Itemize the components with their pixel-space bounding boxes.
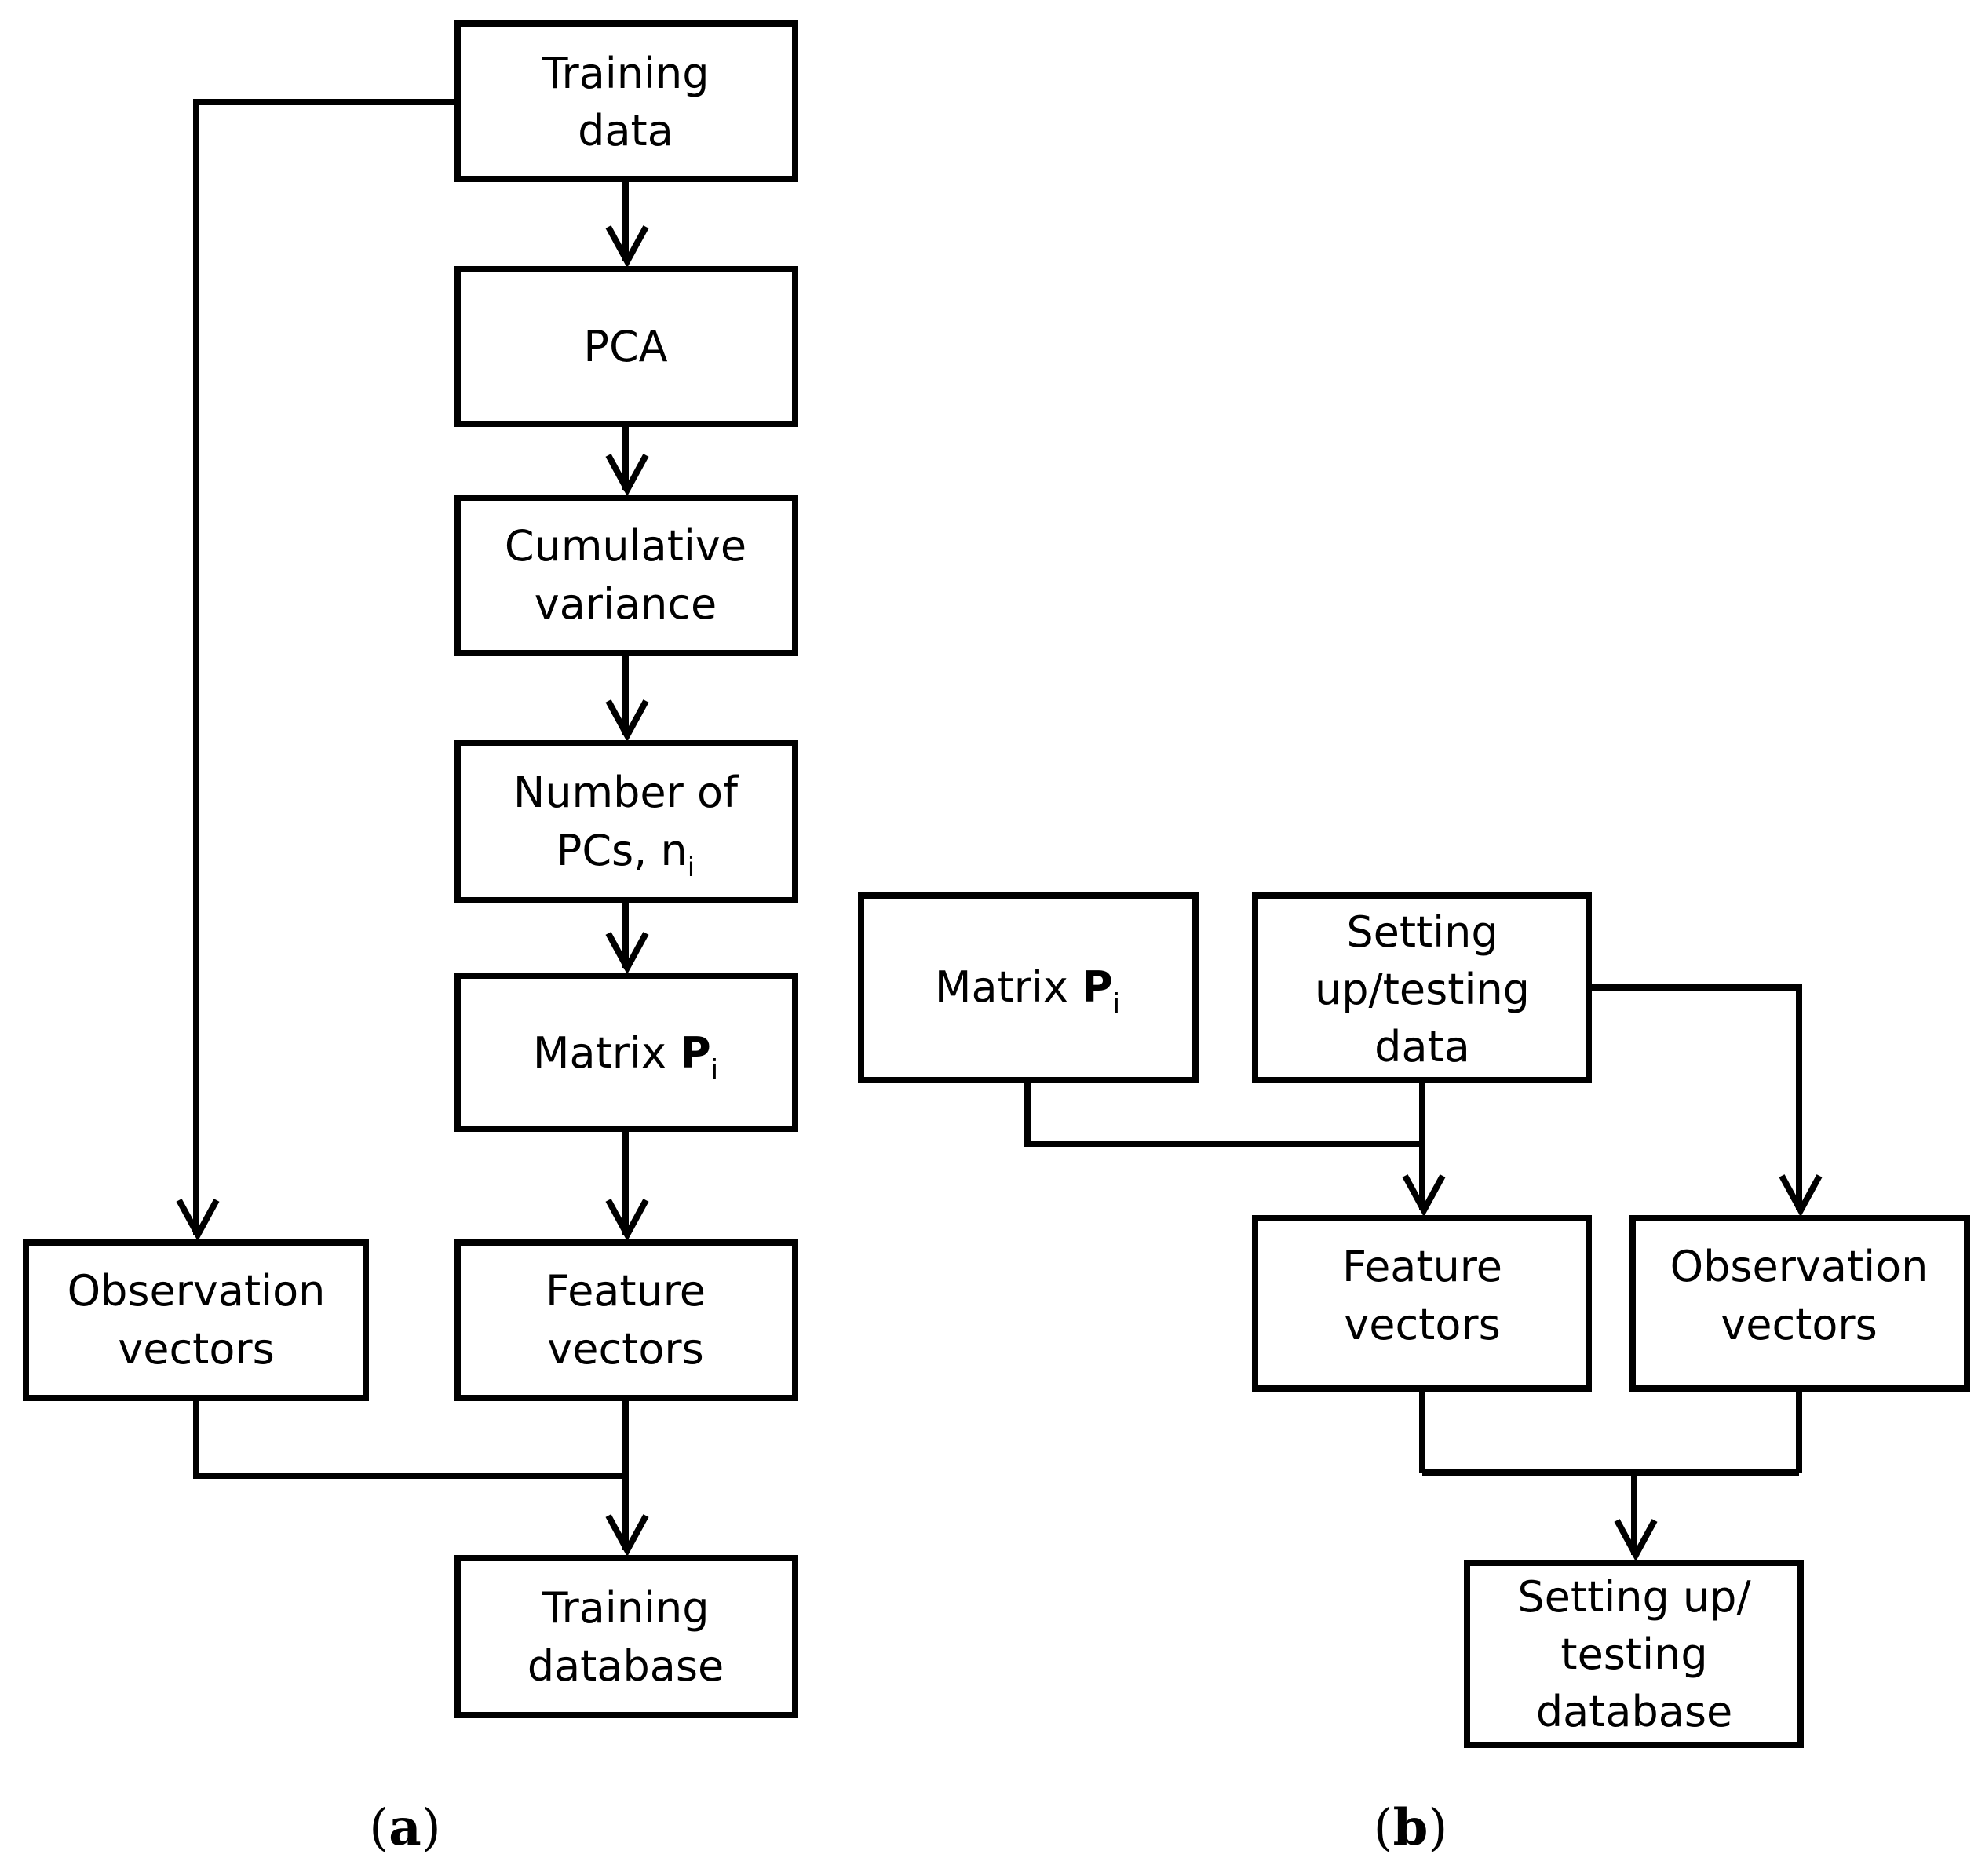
panel-b-label-open: (: [1374, 1799, 1393, 1857]
observation-vectors-b-line1: Observation: [1670, 1242, 1929, 1291]
cumulative-variance-line2: variance: [535, 579, 717, 629]
box-training-data: Training data: [454, 20, 798, 182]
box-matrix-b: Matrix Pi: [858, 892, 1199, 1083]
training-database-line2: database: [527, 1641, 724, 1691]
observation-vectors-a-line1: Observation: [68, 1266, 326, 1316]
panel-b-label-close: ): [1428, 1799, 1447, 1857]
panel-b-label: (b): [1374, 1798, 1448, 1857]
number-of-pcs-line2-main: PCs, n: [557, 826, 688, 875]
box-matrix-a: Matrix Pi: [454, 973, 798, 1132]
matrix-a-prefix: Matrix: [533, 1028, 680, 1078]
setting-database-line3: database: [1536, 1687, 1732, 1736]
matrix-b-bold-p: P: [1082, 962, 1113, 1012]
training-database-line1: Training: [541, 1583, 709, 1633]
box-feature-vectors-b: Feature vectors: [1252, 1215, 1592, 1392]
matrix-a-label: Matrix Pi: [533, 1028, 718, 1086]
panel-b: Matrix Pi Setting up/testing data Featur…: [858, 892, 1970, 1857]
setting-data-line2: up/testing: [1315, 965, 1530, 1014]
box-cumulative-variance: Cumulative variance: [454, 495, 798, 656]
box-setting-testing-database: Setting up/ testing database: [1464, 1560, 1804, 1748]
line-observation-vectors-to-join: [193, 1398, 626, 1479]
panel-a-label: (a): [369, 1798, 440, 1857]
box-training-database: Training database: [454, 1555, 798, 1718]
box-feature-vectors-a: Feature vectors: [454, 1239, 798, 1401]
arrow-setting-data-to-observation-vectors: [1589, 984, 1799, 1210]
cumulative-variance-line1: Cumulative: [505, 521, 746, 571]
observation-vectors-a-line2: vectors: [118, 1324, 274, 1374]
setting-database-line2: testing: [1560, 1630, 1707, 1679]
training-data-line2: data: [578, 106, 673, 155]
panel-a: Training data PCA Cumulative variance Nu…: [23, 20, 798, 1857]
matrix-b-label: Matrix Pi: [935, 962, 1120, 1020]
matrix-b-subscript: i: [1113, 988, 1120, 1020]
setting-data-line1: Setting: [1346, 907, 1498, 957]
panel-a-label-close: ): [422, 1799, 441, 1857]
panel-b-label-letter: b: [1393, 1798, 1429, 1857]
box-setting-testing-data: Setting up/testing data: [1252, 892, 1592, 1083]
setting-database-line1: Setting up/: [1517, 1572, 1751, 1622]
number-of-pcs-line2: PCs, ni: [557, 826, 695, 883]
matrix-a-subscript: i: [711, 1054, 718, 1086]
box-number-of-pcs: Number of PCs, ni: [454, 740, 798, 903]
feature-vectors-a-line2: vectors: [547, 1324, 703, 1374]
box-observation-vectors-b: Observation vectors: [1629, 1215, 1970, 1392]
box-observation-vectors-a: Observation vectors: [23, 1239, 369, 1401]
panel-a-connectors: [193, 99, 626, 1550]
setting-data-line3: data: [1374, 1022, 1470, 1071]
feature-vectors-b-line1: Feature: [1342, 1242, 1502, 1291]
number-of-pcs-line1: Number of: [513, 768, 739, 817]
number-of-pcs-subscript: i: [688, 852, 695, 883]
panel-a-label-letter: a: [389, 1798, 421, 1857]
arrow-training-data-to-observation-vectors: [196, 99, 458, 1235]
matrix-b-prefix: Matrix: [935, 962, 1082, 1012]
training-data-line1: Training: [541, 49, 709, 98]
line-matrix-to-feature-join: [1024, 1080, 1422, 1147]
panel-a-label-open: (: [369, 1799, 389, 1857]
feature-vectors-a-line1: Feature: [546, 1266, 706, 1316]
box-pca: PCA: [454, 266, 798, 427]
observation-vectors-b-line2: vectors: [1721, 1300, 1877, 1349]
feature-vectors-b-line2: vectors: [1344, 1300, 1500, 1349]
panel-b-connectors: [1024, 984, 1799, 1555]
pca-label: PCA: [583, 322, 667, 371]
matrix-a-bold-p: P: [680, 1028, 711, 1078]
